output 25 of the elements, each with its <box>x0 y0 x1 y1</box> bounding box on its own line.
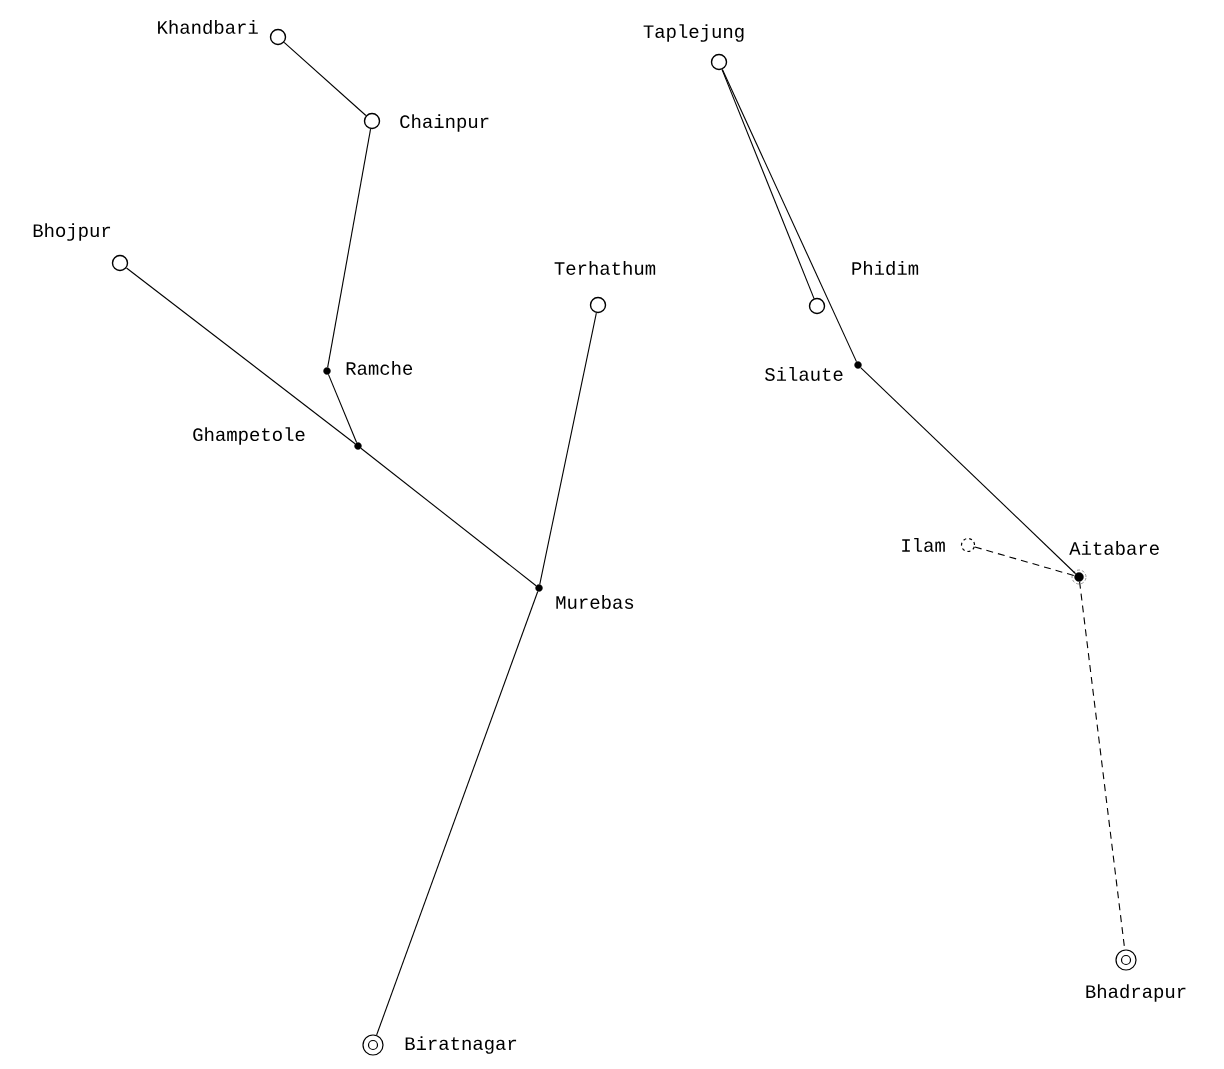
place-name: Ghampetole <box>193 427 305 445</box>
route-line <box>860 367 1077 575</box>
place-name: Terhathum <box>554 261 656 275</box>
place-name: Ramche <box>346 361 413 375</box>
place-name: Aitabare <box>1069 541 1159 555</box>
place-name: Bhadrapur <box>1086 984 1186 1002</box>
place-name: Khandbari <box>158 20 258 34</box>
place-name: Chainpur <box>400 114 489 132</box>
place-name: Silaute <box>765 367 843 381</box>
place-name: Bhojpur <box>33 223 111 241</box>
place-name: Taplejung <box>643 24 744 42</box>
place-name: Phidim <box>852 261 919 275</box>
route-line <box>327 373 358 444</box>
route-line <box>360 447 537 587</box>
route-line <box>376 590 539 1036</box>
route-line <box>974 546 1076 577</box>
route-line <box>327 128 372 368</box>
place-name: Ilam <box>902 538 945 552</box>
route-line <box>721 69 815 299</box>
place-name: Murebas <box>556 595 634 609</box>
route-line <box>539 312 597 585</box>
place-name: Biratnagar <box>405 1036 517 1054</box>
route-line <box>125 267 356 445</box>
route-line <box>283 41 367 117</box>
route-line <box>721 68 857 363</box>
